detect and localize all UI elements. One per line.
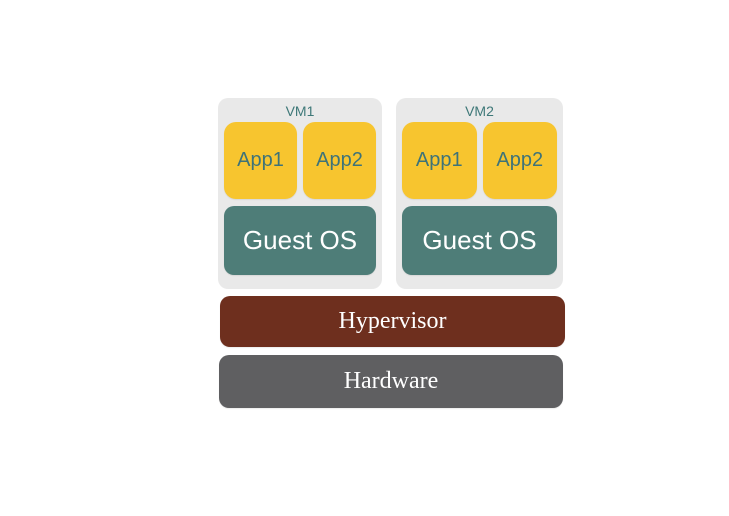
- vm1-guest-os-box: Guest OS: [224, 206, 376, 275]
- vm1-container: VM1 App1 App2 Guest OS: [218, 98, 382, 289]
- vm1-apps-row: App1 App2: [224, 122, 376, 199]
- vm2-guest-os-box: Guest OS: [402, 206, 557, 275]
- vm1-app1-box: App1: [224, 122, 297, 199]
- vm2-container: VM2 App1 App2 Guest OS: [396, 98, 563, 289]
- vm1-label: VM1: [285, 103, 315, 119]
- vm2-app2-box: App2: [482, 122, 557, 199]
- vm2-label: VM2: [465, 103, 494, 119]
- vm2-app1-box: App1: [402, 122, 477, 199]
- vm2-apps-row: App1 App2: [402, 122, 557, 199]
- vm1-app2-box: App2: [303, 122, 376, 199]
- hardware-layer: Hardware: [219, 355, 563, 408]
- hypervisor-layer: Hypervisor: [220, 296, 565, 347]
